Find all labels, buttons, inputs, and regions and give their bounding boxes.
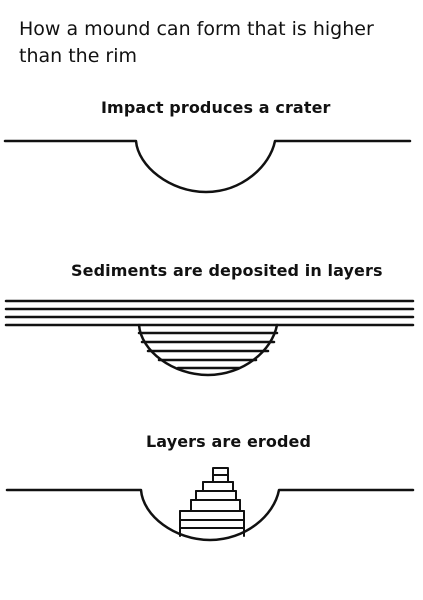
- stage-1-caption: Impact produces a crater: [101, 98, 331, 117]
- stage-2-caption: Sediments are deposited in layers: [71, 261, 383, 280]
- diagram-title: How a mound can form that is higher than…: [19, 18, 374, 67]
- stage-3-caption: Layers are eroded: [146, 432, 312, 451]
- crater-1-profile: [3, 139, 412, 194]
- stage-2-sediments: [4, 299, 415, 377]
- stage-3-eroded: [5, 467, 415, 542]
- mound-outline: [179, 467, 245, 537]
- central-mound: [179, 467, 245, 537]
- stage-1-crater: [3, 139, 412, 194]
- crater-2-bowl: [137, 323, 279, 377]
- crater-3-profile: [5, 488, 415, 542]
